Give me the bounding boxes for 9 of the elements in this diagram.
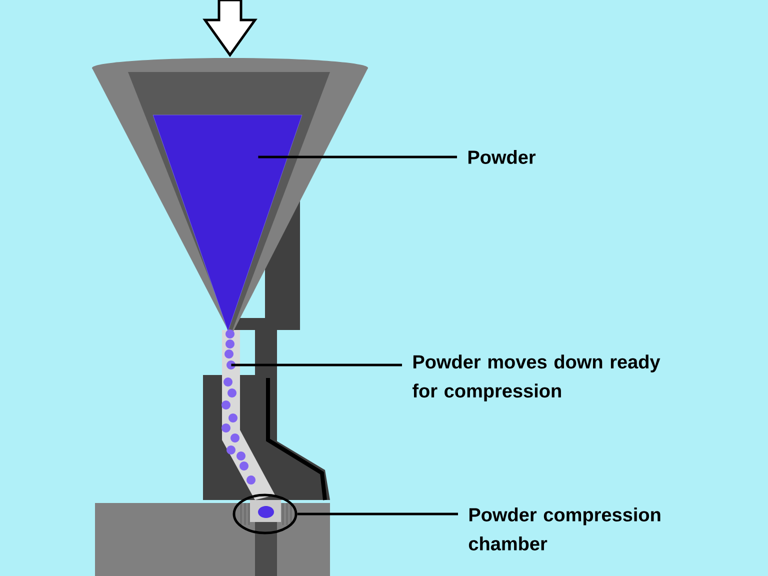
callout-label: Powder xyxy=(468,150,536,164)
leader-line xyxy=(297,512,458,516)
leader-line xyxy=(258,156,457,158)
compression-chamber xyxy=(232,494,298,534)
callout-label: Powder compression chamber xyxy=(468,508,660,550)
leader-line xyxy=(231,364,402,366)
powder-fill xyxy=(152,114,302,332)
callout-label: Powder moves down ready for compression xyxy=(412,354,660,402)
powder-particles xyxy=(222,330,256,484)
